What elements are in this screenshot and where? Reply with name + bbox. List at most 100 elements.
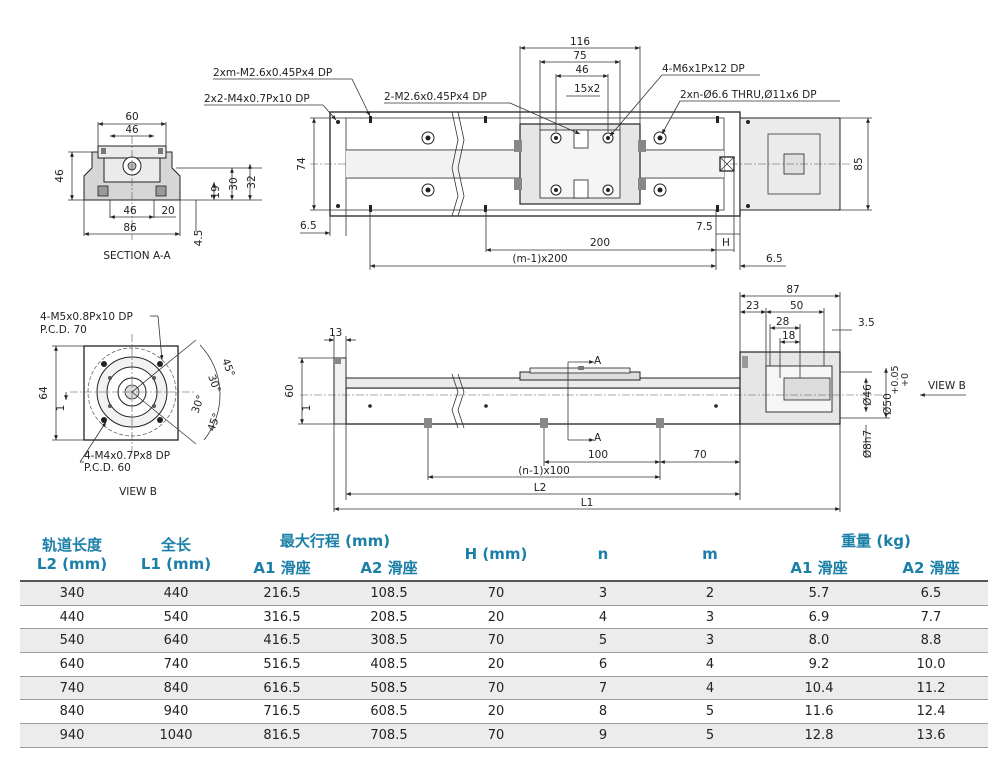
callout-m6-4: 4-M6x1Px12 DP <box>662 63 745 75</box>
dim-32: 32 <box>246 175 258 188</box>
cell: 440 <box>20 605 124 630</box>
cell: 70 <box>442 581 550 606</box>
cell: 108.5 <box>336 581 442 606</box>
spec-table: 轨道长度 L2 (mm) 全长 L1 (mm) 最大行程 (mm) H (mm)… <box>20 527 988 748</box>
cell: 5.7 <box>764 581 874 606</box>
cell: 20 <box>442 605 550 630</box>
header-weight-a1: A1 滑座 <box>764 554 874 582</box>
cell: 316.5 <box>228 605 336 630</box>
cell: 940 <box>124 699 228 725</box>
cell: 3 <box>656 628 764 654</box>
cell: 7 <box>550 676 656 701</box>
cell: 2 <box>656 581 764 606</box>
dim-85: 85 <box>853 157 865 170</box>
dim-28: 28 <box>776 316 789 328</box>
dim-75: 75 <box>573 50 586 62</box>
dim-l1: L1 <box>581 497 594 509</box>
cell: 11.6 <box>764 699 874 725</box>
caption-view-b: VIEW B <box>119 486 157 498</box>
dim-64: 64 <box>38 386 50 400</box>
cell: 416.5 <box>228 628 336 654</box>
header-stroke-a1: A1 滑座 <box>228 554 336 582</box>
header-weight: 重量 (kg) <box>764 527 988 554</box>
cell: 6.5 <box>874 581 988 606</box>
cell: 6.9 <box>764 605 874 630</box>
section-a-a: 60 46 46 19 30 32 46 20 86 4.5 SECTION A… <box>54 111 262 262</box>
cell: 940 <box>20 723 124 748</box>
header-rail-length-cn: 轨道长度 <box>41 536 102 554</box>
dim-46-bottom: 46 <box>123 205 137 217</box>
cell: 13.6 <box>874 723 988 748</box>
header-total-length-unit: L1 (mm) <box>140 555 212 573</box>
cell: 9.2 <box>764 652 874 677</box>
dim-200: 200 <box>590 237 610 249</box>
dim-n1x100: (n-1)x100 <box>518 465 570 477</box>
front-view: A A 13 60 1 100 70 (n-1)x100 L2 L1 87 <box>284 284 966 512</box>
dim-19: 19 <box>210 185 222 198</box>
header-rail-length: 轨道长度 L2 (mm) <box>20 527 124 582</box>
dim-6-5-left: 6.5 <box>300 220 317 232</box>
dim-20: 20 <box>161 205 174 217</box>
cell: 70 <box>442 676 550 701</box>
cell: 8.8 <box>874 628 988 654</box>
cell: 5 <box>656 699 764 725</box>
angle-45-top: 45° <box>219 357 237 379</box>
cell: 708.5 <box>336 723 442 748</box>
cell: 8.0 <box>764 628 874 654</box>
cell: 10.4 <box>764 676 874 701</box>
cell: 9 <box>550 723 656 748</box>
cell: 12.4 <box>874 699 988 725</box>
cell: 5 <box>550 628 656 654</box>
cell: 216.5 <box>228 581 336 606</box>
cell: 540 <box>20 628 124 654</box>
cell: 10.0 <box>874 652 988 677</box>
header-total-length-cn: 全长 <box>160 536 191 554</box>
cell: 540 <box>124 605 228 630</box>
cell: 740 <box>124 652 228 677</box>
cell: 70 <box>442 723 550 748</box>
dim-23: 23 <box>746 300 759 312</box>
cell: 8 <box>550 699 656 725</box>
dim-74: 74 <box>296 157 308 171</box>
dim-1: 1 <box>55 405 67 412</box>
dim-h: H <box>722 237 730 249</box>
cell: 308.5 <box>336 628 442 654</box>
callout-m4: 4-M4x0.7Px8 DP <box>84 450 170 462</box>
cell: 208.5 <box>336 605 442 630</box>
dim-d50: Ø50 <box>882 393 894 415</box>
cell: 20 <box>442 652 550 677</box>
cell: 408.5 <box>336 652 442 677</box>
technical-drawing: 60 46 46 19 30 32 46 20 86 4.5 SECTION A… <box>38 36 966 512</box>
cell: 20 <box>442 699 550 725</box>
dim-3-5: 3.5 <box>858 317 875 329</box>
dim-46: 46 <box>575 64 589 76</box>
cell: 440 <box>124 581 228 606</box>
dim-15x2: 15x2 <box>574 83 600 95</box>
cell: 70 <box>442 628 550 654</box>
header-weight-a2: A2 滑座 <box>874 554 988 582</box>
callout-pcd70: P.C.D. 70 <box>40 324 87 336</box>
cell: 608.5 <box>336 699 442 725</box>
cell: 508.5 <box>336 676 442 701</box>
tol-lower: +0 <box>900 373 911 387</box>
callout-m26-2: 2-M2.6x0.45Px4 DP <box>384 91 487 103</box>
dim-7-5: 7.5 <box>696 221 713 233</box>
dim-1-front: 1 <box>301 405 313 412</box>
mounting-holes <box>336 116 750 212</box>
dim-m1x200: (m-1)x200 <box>512 253 567 265</box>
angle-45-bottom: 45° <box>206 411 224 433</box>
dim-60: 60 <box>125 111 138 123</box>
cell: 616.5 <box>228 676 336 701</box>
dim-l2: L2 <box>534 482 547 494</box>
header-stroke-a2: A2 滑座 <box>336 554 442 582</box>
cell: 4 <box>656 676 764 701</box>
cell: 640 <box>20 652 124 677</box>
cell: 6 <box>550 652 656 677</box>
dim-46-left: 46 <box>54 169 66 183</box>
cell: 4 <box>656 652 764 677</box>
